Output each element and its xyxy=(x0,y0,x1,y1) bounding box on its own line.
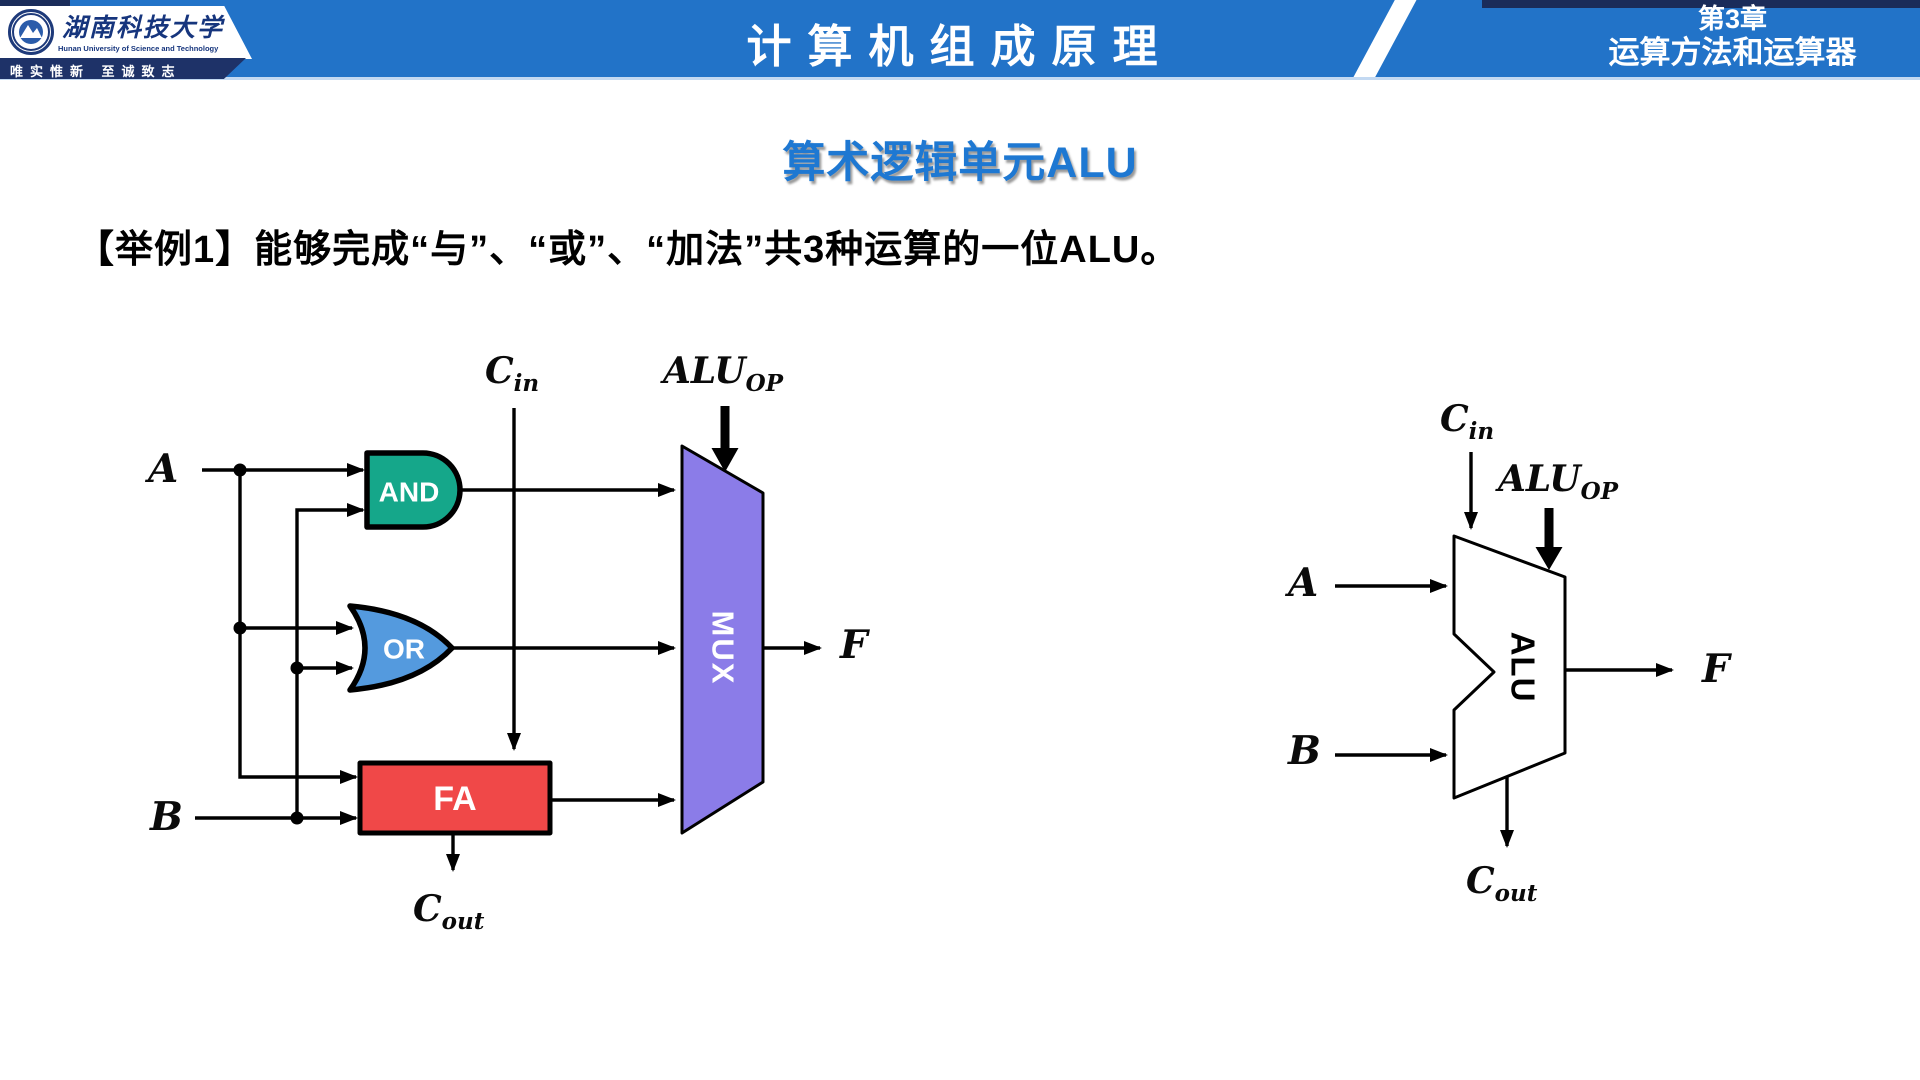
junction-dot-b xyxy=(290,811,304,825)
alu-shape-label: ALU xyxy=(1505,632,1542,703)
or-gate-label: OR xyxy=(383,634,425,665)
label-cin-right: Cin xyxy=(1440,398,1495,445)
university-motto: 唯实惟新 至诚致志 xyxy=(10,65,182,80)
mux-shape xyxy=(680,444,765,835)
course-title: 计算机组成原理 xyxy=(746,21,1174,72)
label-aluop-left: ALUOP xyxy=(663,350,784,397)
label-f-left: F xyxy=(840,622,868,668)
aluop-thick-arrow xyxy=(711,406,739,472)
label-cout-left: Cout xyxy=(413,888,485,935)
full-adder-box xyxy=(357,760,553,836)
alu-symbol-diagram: ALU xyxy=(1335,452,1674,848)
junction-dot-b-or xyxy=(290,661,304,675)
header-top-accent-left xyxy=(0,0,70,7)
university-name-cn: 湖南科技大学 xyxy=(62,13,225,42)
label-b-right: B xyxy=(1288,728,1321,774)
gate-level-alu-diagram: AND OR FA MUX xyxy=(195,406,822,872)
slide-title: 算术逻辑单元ALU xyxy=(782,139,1138,187)
junction-dot-a xyxy=(233,463,247,477)
label-b-left: B xyxy=(150,794,183,840)
example-statement: 【举例1】能够完成“与”、“或”、“加法”共3种运算的一位ALU。 xyxy=(76,229,1180,271)
and-gate-label: AND xyxy=(379,477,440,508)
label-aluop-right: ALUOP xyxy=(1498,458,1619,505)
full-adder-label: FA xyxy=(433,780,476,818)
label-a-left: A xyxy=(148,446,179,492)
university-name-en: Hunan University of Science and Technolo… xyxy=(58,44,219,53)
mux-label: MUX xyxy=(706,611,741,686)
label-a-right: A xyxy=(1288,560,1319,606)
university-logo-panel: 湖南科技大学 Hunan University of Science and T… xyxy=(0,6,252,59)
chapter-number: 第3章 xyxy=(1697,4,1768,34)
wire-b-branch-to-and xyxy=(295,503,365,818)
aluop-thick-arrow-right xyxy=(1535,508,1563,570)
motto-strip: 唯实惟新 至诚致志 xyxy=(0,58,246,79)
university-emblem-icon xyxy=(12,13,50,51)
chapter-name: 运算方法和运算器 xyxy=(1608,35,1857,71)
or-gate xyxy=(347,603,455,693)
junction-dot-a-or xyxy=(233,621,247,635)
chapter-label: 第3章 运算方法和运算器 xyxy=(1545,4,1920,71)
and-gate xyxy=(364,450,463,530)
header-bar: 湖南科技大学 Hunan University of Science and T… xyxy=(0,0,1920,80)
wire-a-branch-to-fa xyxy=(238,470,358,784)
alu-shape xyxy=(1452,534,1567,800)
header-top-accent-right xyxy=(1482,0,1920,8)
label-f-right: F xyxy=(1702,646,1730,692)
label-cout-right: Cout xyxy=(1466,860,1538,907)
label-cin-left: Cin xyxy=(485,350,540,397)
university-logo xyxy=(8,9,54,55)
